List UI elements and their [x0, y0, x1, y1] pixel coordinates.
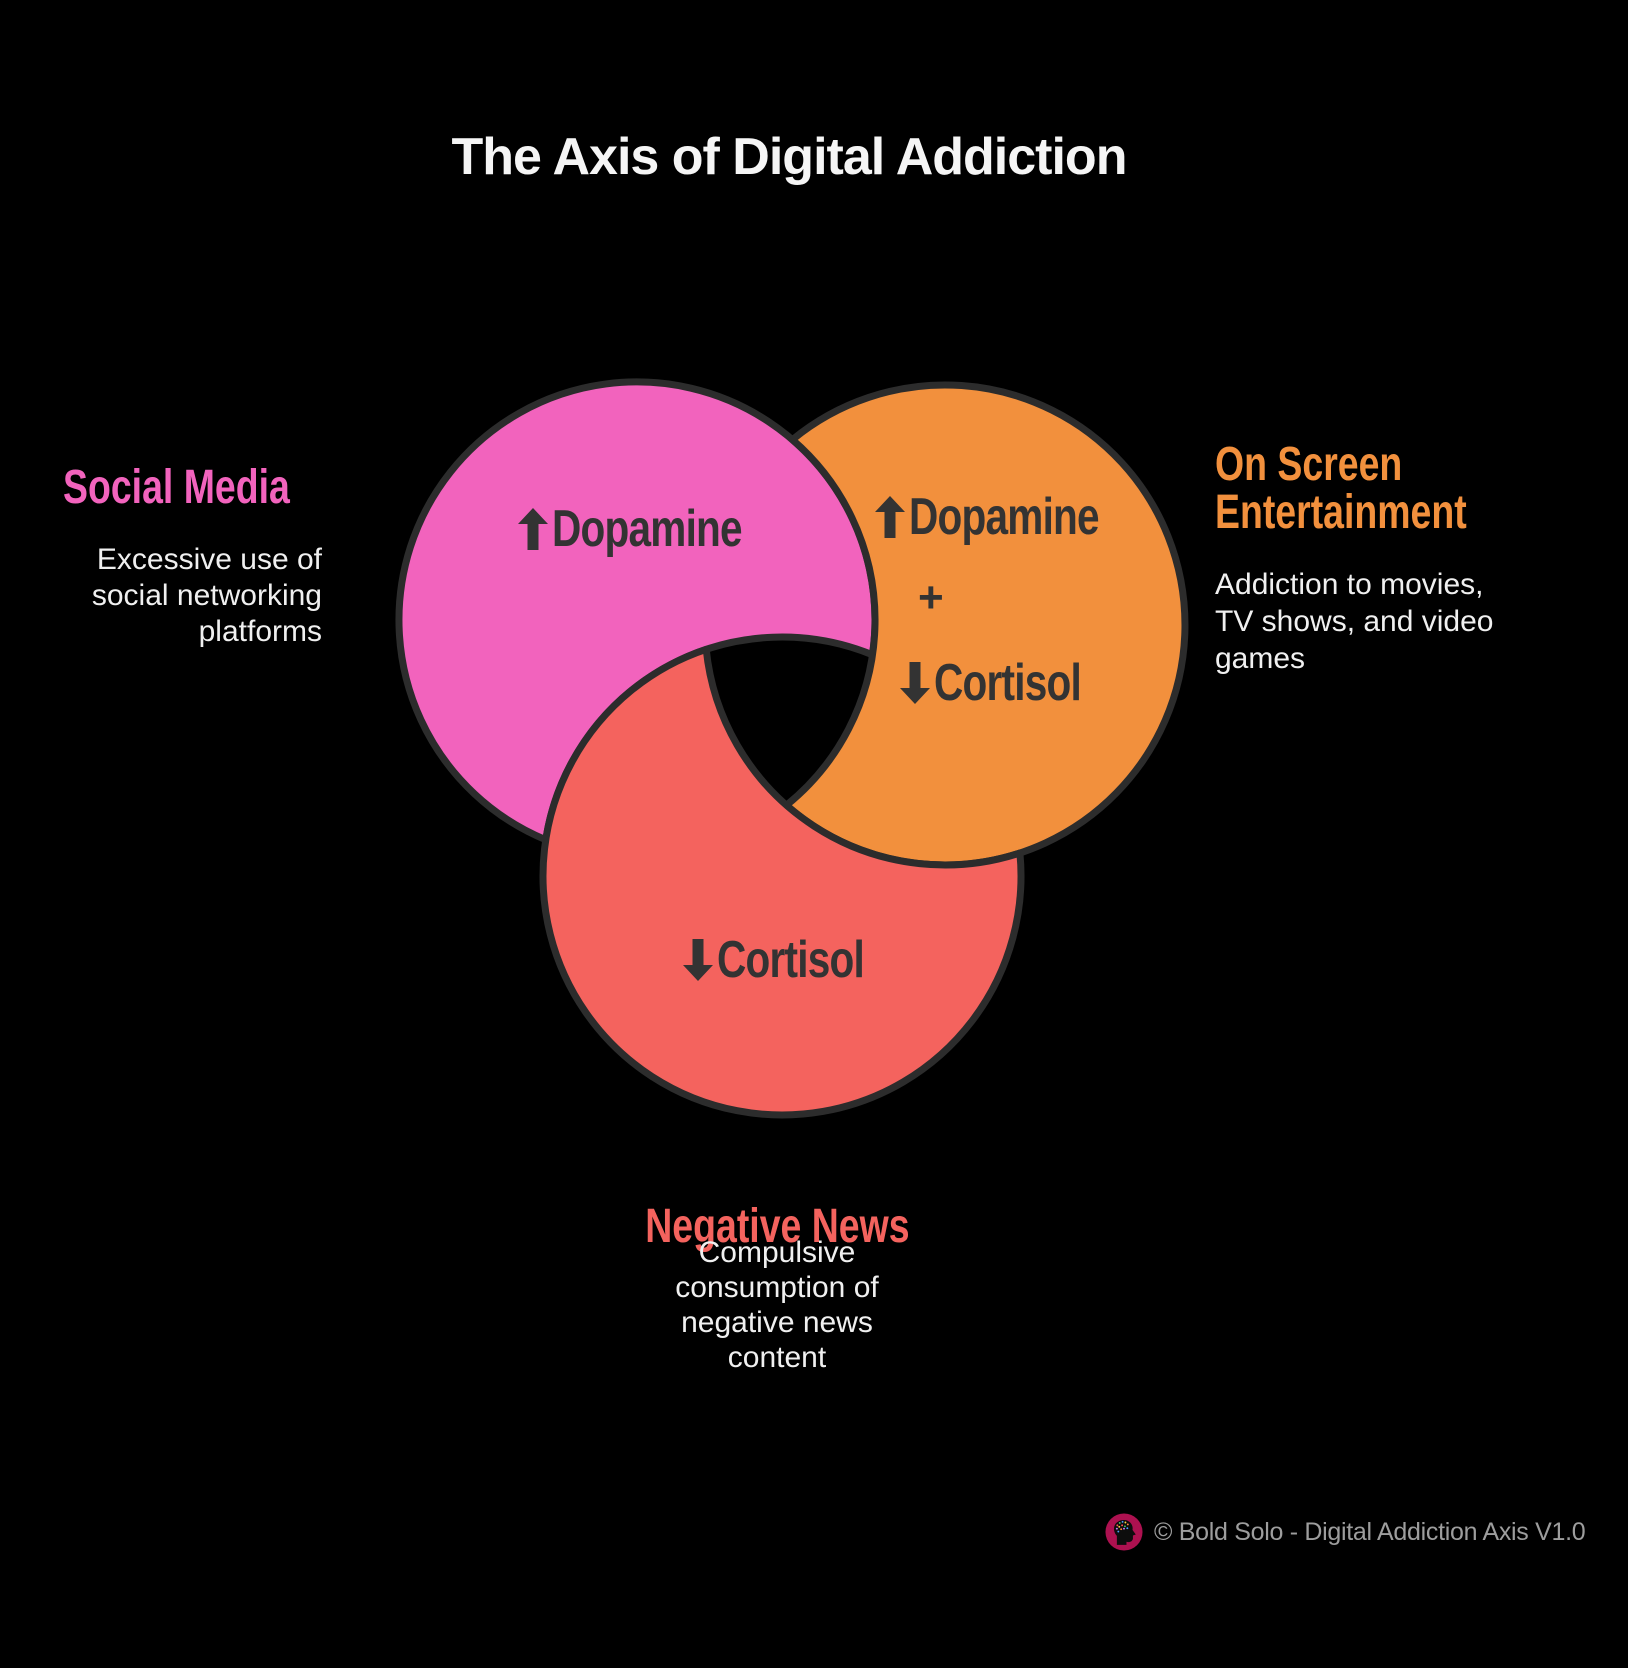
heading-text: Social Media: [63, 461, 290, 514]
negative-news-circle: [539, 645, 1025, 1119]
description-line: Compulsive: [698, 1236, 856, 1269]
arrow-down-icon: [683, 939, 713, 981]
description-line: Addiction to movies,: [1215, 568, 1484, 601]
brain-dots-icon: [1115, 1520, 1129, 1533]
orange-dopamine-label: Dopamine: [875, 491, 1152, 543]
pink-dopamine-label: Dopamine: [518, 503, 795, 555]
arrow-up-icon: [518, 508, 548, 550]
page-title: The Axis of Digital Addiction: [451, 128, 1128, 186]
description-line: games: [1215, 642, 1306, 675]
arrow-down-icon: [900, 662, 930, 704]
negative-news-description: Compulsive consumption of negative news …: [577, 1235, 977, 1375]
negative-news-heading: Negative News: [577, 1199, 977, 1253]
description-line: Excessive use of: [96, 543, 322, 576]
social-media-heading: Social Media: [63, 464, 354, 512]
orange-plus-label: +: [918, 576, 944, 620]
description-line: content: [727, 1341, 827, 1374]
description-line: negative news: [681, 1306, 873, 1339]
heading-text: Entertainment: [1215, 486, 1467, 539]
social-media-description: Excessive use of social networking platf…: [92, 542, 322, 650]
hormone-text: Dopamine: [552, 500, 743, 558]
heading-text: Negative News: [644, 1199, 910, 1253]
orange-cortisol-label: Cortisol: [900, 657, 1122, 709]
arrow-up-icon: [875, 496, 905, 538]
description-line: social networking: [91, 579, 322, 612]
footer-credit: © Bold Solo - Digital Addiction Axis V1.…: [1154, 1518, 1586, 1546]
hormone-text: Cortisol: [934, 654, 1082, 712]
red-cortisol-label: Cortisol: [683, 934, 905, 986]
on-screen-heading: On Screen Entertainment: [1215, 441, 1538, 537]
plus-text: +: [918, 573, 944, 622]
description-line: consumption of: [675, 1271, 879, 1304]
bold-solo-logo: [1105, 1513, 1143, 1551]
hormone-text: Dopamine: [909, 488, 1100, 546]
hormone-text: Cortisol: [717, 931, 865, 989]
on-screen-description: Addiction to movies, TV shows, and video…: [1215, 566, 1493, 677]
description-line: TV shows, and video: [1215, 605, 1494, 638]
heading-text: On Screen: [1215, 438, 1403, 491]
description-line: platforms: [198, 615, 322, 648]
